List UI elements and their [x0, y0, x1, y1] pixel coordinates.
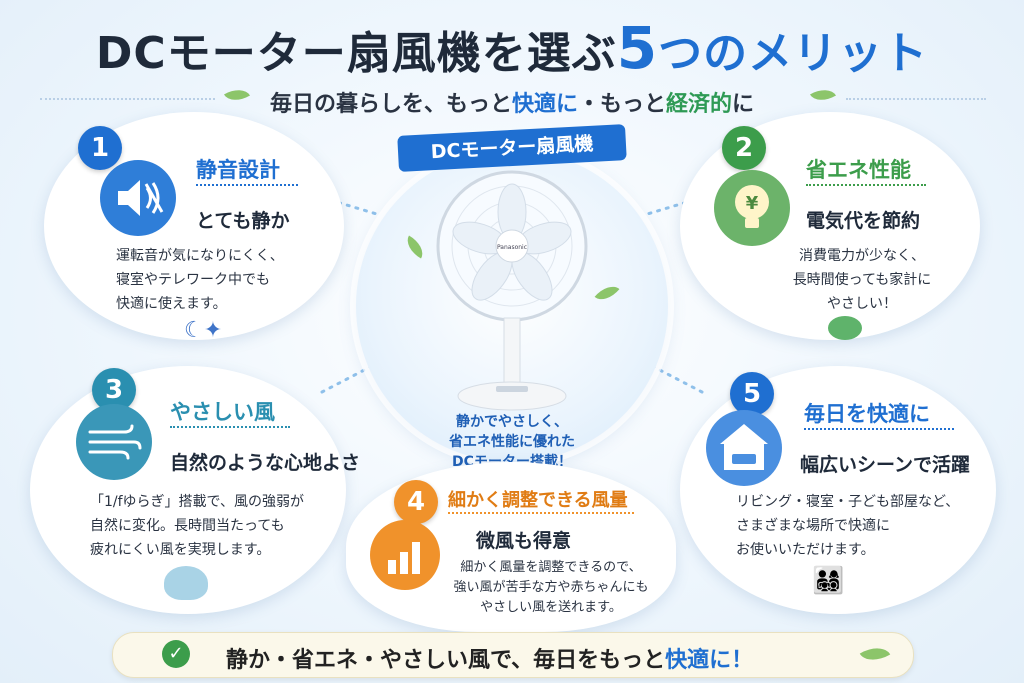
title-number: 5: [616, 14, 659, 82]
heading-underline: [806, 184, 926, 186]
card-description: 消費電力が少なく、 長時間使っても家計に やさしい！: [792, 248, 932, 312]
heading-underline: [170, 426, 290, 428]
card-description: 運転音が気になりにくく、 寝室やテレワーク中でも 快適に使えます。: [116, 248, 284, 312]
tree-icon: [164, 566, 208, 600]
house-icon: [706, 410, 782, 486]
subtitle: 毎日の暮らしを、もっと快適に・もっと経済的に: [269, 92, 755, 117]
card-subheading: 電気代を節約: [806, 210, 921, 232]
card-number-badge: 1: [78, 126, 122, 170]
svg-text:Panasonic: Panasonic: [497, 244, 527, 251]
card-subheading: 自然のような心地よさ: [170, 452, 361, 474]
card-heading: 静音設計: [196, 158, 280, 182]
page-title: DCモーター扇風機を選ぶ5つのメリット: [0, 14, 1024, 82]
check-icon: ✓: [162, 640, 190, 668]
card-subheading: 微風も得意: [476, 530, 572, 552]
footer-text: 静か・省エネ・やさしい風で、毎日をもっと快適に！: [226, 648, 754, 673]
title-main: DCモーター扇風機を選ぶ: [95, 28, 617, 79]
footer-banner: [112, 632, 914, 678]
heading-underline: [196, 184, 298, 186]
family-icon: 👨‍👩‍👧‍👦: [812, 566, 845, 596]
moon-star-icon: ☾✦: [184, 318, 223, 343]
card-number-badge: 5: [730, 372, 774, 416]
svg-text:¥: ¥: [746, 193, 759, 214]
piggy-bank-icon: [828, 316, 862, 340]
card-subheading: 幅広いシーンで活躍: [800, 454, 971, 476]
merit-card-5: [680, 366, 996, 614]
card-heading: 省エネ性能: [806, 158, 911, 182]
yen-bulb-icon: ¥: [714, 170, 790, 246]
card-number-badge: 3: [92, 368, 136, 412]
speaker-mute-icon: [100, 160, 176, 236]
card-number-badge: 4: [394, 480, 438, 524]
card-heading: やさしい風: [170, 400, 275, 424]
card-number-badge: 2: [722, 126, 766, 170]
title-end: つのメリット: [658, 28, 929, 79]
card-description: リビング・寝室・子ども部屋など、 さまざまな場所で快適に お使いいただけます。: [736, 494, 960, 558]
subtitle-divider-right: [846, 98, 986, 100]
card-heading: 毎日を快適に: [804, 402, 930, 426]
bar-graph-icon: [370, 520, 440, 590]
card-description: 「1/fゆらぎ」搭載で、風の強弱が 自然に変化。長時間当たっても 疲れにくい風を…: [90, 494, 304, 558]
subtitle-divider-left: [40, 98, 215, 100]
wind-icon: [76, 404, 152, 480]
heading-underline: [448, 512, 634, 514]
card-heading: 細かく調整できる風量: [448, 490, 628, 511]
fan-illustration: Panasonic: [436, 170, 588, 411]
card-subheading: とても静か: [196, 210, 290, 232]
heading-underline: [804, 428, 954, 430]
card-description: 細かく風量を調整できるので、 強い風が苦手な方や赤ちゃんにも やさしい風を送れま…: [453, 560, 649, 615]
